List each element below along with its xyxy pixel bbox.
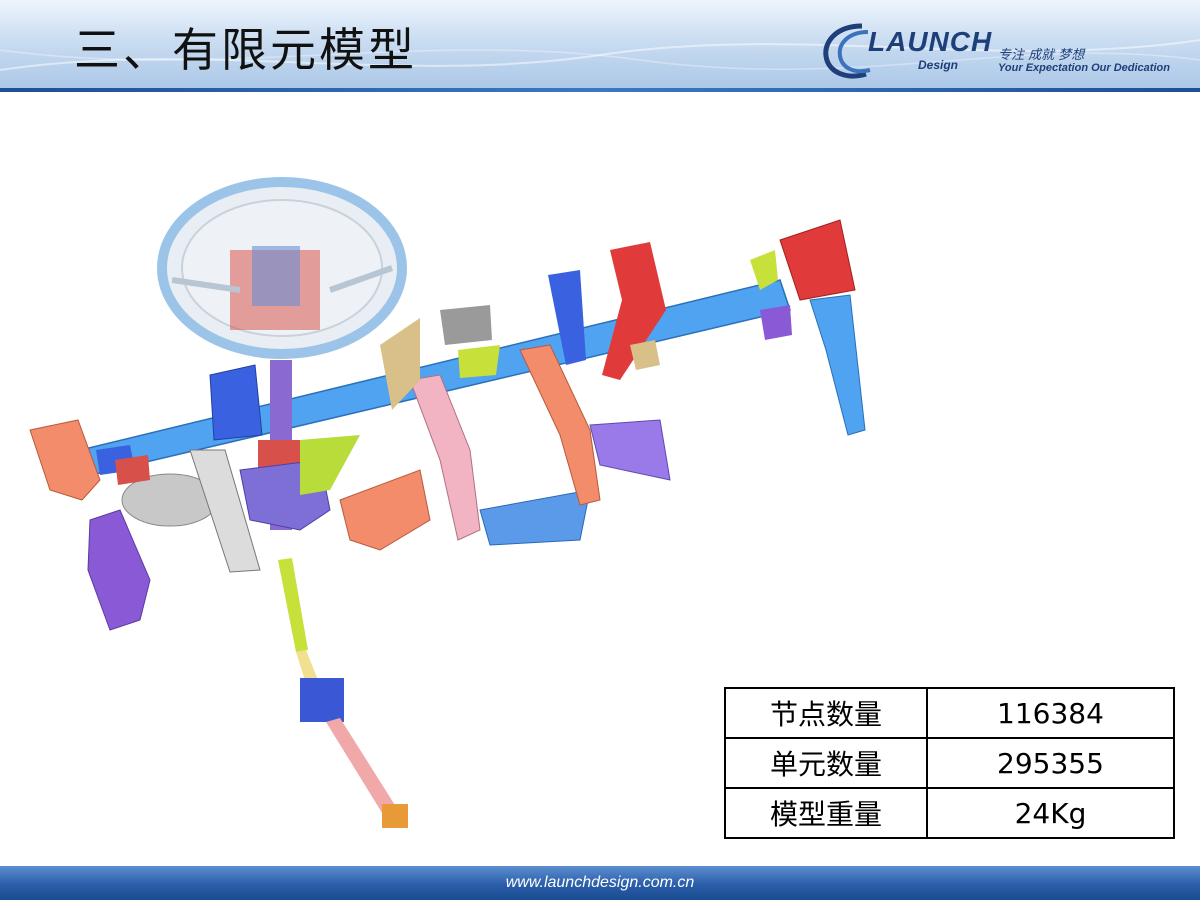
stat-value-weight: 24Kg <box>926 787 1175 839</box>
slide-title: 三、有限元模型 <box>74 23 417 77</box>
stat-value-nodes: 116384 <box>926 687 1175 739</box>
slide-footer: www.launchdesign.com.cn <box>0 866 1200 900</box>
header-wave-decoration <box>0 39 1200 71</box>
launch-swoosh-icon <box>823 23 871 79</box>
eps-motor <box>121 449 261 573</box>
table-row: 模型重量 24Kg <box>724 787 1175 839</box>
steering-column <box>239 360 408 828</box>
logo-wordmark: LAUNCH <box>868 26 993 57</box>
stat-value-elements: 295355 <box>926 737 1175 789</box>
stat-label-nodes: 节点数量 <box>724 687 928 739</box>
logo-cn-tagline: 专注 成就 梦想 <box>998 48 1085 63</box>
model-stats-table: 节点数量 116384 单元数量 295355 模型重量 24Kg <box>724 687 1175 839</box>
stat-label-weight: 模型重量 <box>724 787 928 839</box>
fe-model-illustration <box>29 177 866 828</box>
center-brackets <box>209 242 671 551</box>
stat-label-elements: 单元数量 <box>724 737 928 789</box>
table-row: 节点数量 116384 <box>724 687 1175 739</box>
left-brackets <box>29 419 151 631</box>
slide-header: 三、有限元模型 LAUNCH Design 专注 成就 梦想 Your Expe… <box>0 0 1200 92</box>
steering-wheel <box>157 177 407 359</box>
footer-url: www.launchdesign.com.cn <box>505 874 695 891</box>
logo-subtitle: Design <box>918 58 959 72</box>
table-row: 单元数量 295355 <box>724 737 1175 789</box>
launch-logo: LAUNCH Design 专注 成就 梦想 Your Expectation … <box>822 20 1182 82</box>
right-brackets <box>750 219 866 436</box>
logo-en-tagline: Your Expectation Our Dedication <box>998 62 1170 74</box>
